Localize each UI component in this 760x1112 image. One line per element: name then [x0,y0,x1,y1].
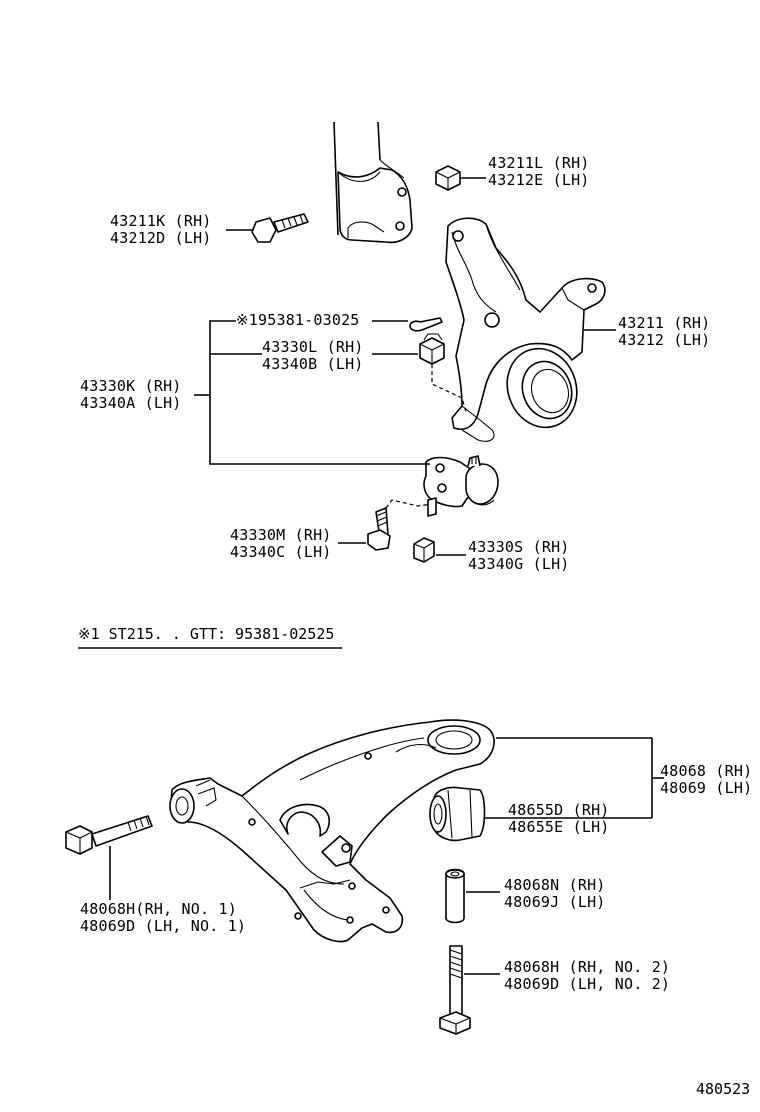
lower-arm-part [169,719,652,943]
label-lh: 48655E (LH) [508,818,610,836]
label-rh: 48068H (RH, NO. 2) [504,958,671,976]
label-collar: 48068N (RH) 48069J (LH) [504,877,606,911]
ball-joint-nut-part [372,333,467,413]
cotter-pin-part [372,317,443,332]
collar-part [445,868,500,924]
bushing-part [429,738,664,842]
front-bolt-part [65,815,153,900]
rear-bolt-part [439,945,500,1035]
label-rh: 43330M (RH) [230,526,332,544]
label-front-bolt: 48068H(RH, NO. 1) 48069D (LH, NO. 1) [80,901,246,935]
figure-number: 480523 [696,1080,751,1098]
label-ball-joint-bolt: 43330M (RH) 43340C (LH) [230,527,332,561]
strut-nut-part [435,165,486,191]
label-bolt-upper-strut: 43211K (RH) 43212D (LH) [110,213,212,247]
steering-knuckle-part [445,217,616,442]
label-ball-joint-assy: 43330K (RH) 43340A (LH) [80,378,182,412]
label-ball-joint-lower-nut: 43330S (RH) 43340G (LH) [468,539,570,573]
label-steering-knuckle: 43211 (RH) 43212 (LH) [618,315,710,349]
label-nut-upper-strut: 43211L (RH) 43212E (LH) [488,155,590,189]
label-rh: 43330K (RH) [80,377,182,395]
ball-joint-lower-nut-part [413,537,466,563]
label-ball-joint-nut: 43330L (RH) 43340B (LH) [262,339,364,373]
label-lh: 43212 (LH) [618,331,711,349]
strut-bolt-part [226,213,309,243]
label-lh: 48069J (LH) [504,893,606,911]
assy-bracket [194,320,430,465]
label-rh: 43330L (RH) [262,338,364,356]
ball-joint-bolt-part [338,497,437,551]
label-lh: 48069 (LH) [660,779,753,797]
label-lower-arm: 48068 (RH) 48069 (LH) [660,763,752,797]
label-lh: 43212D (LH) [110,229,212,247]
ball-joint-part [423,455,499,508]
footnote: ※1 ST215. . GTT: 95381-02525 [78,625,335,643]
label-lh: 43340A (LH) [80,394,182,412]
label-rh: 43211 (RH) [618,314,711,332]
label-cotter-pin: ※195381-03025 [236,312,360,329]
label-part-number: ※195381-03025 [236,311,360,329]
label-lh: 48069D (LH, NO. 1) [80,917,247,935]
label-lh: 48069D (LH, NO. 2) [504,975,671,993]
label-lh: 43340C (LH) [230,543,332,561]
strut-bracket [333,121,413,244]
label-lh: 43340G (LH) [468,555,570,573]
label-rh: 48068H(RH, NO. 1) [80,900,237,918]
label-bushing: 48655D (RH) 48655E (LH) [508,802,610,836]
label-rh: 48655D (RH) [508,801,610,819]
label-rh: 43211L (RH) [488,154,590,172]
label-rh: 43330S (RH) [468,538,570,556]
label-rear-bolt: 48068H (RH, NO. 2) 48069D (LH, NO. 2) [504,959,670,993]
label-rh: 48068 (RH) [660,762,753,780]
label-rh: 48068N (RH) [504,876,606,894]
label-lh: 43212E (LH) [488,171,590,189]
label-lh: 43340B (LH) [262,355,364,373]
label-rh: 43211K (RH) [110,212,212,230]
